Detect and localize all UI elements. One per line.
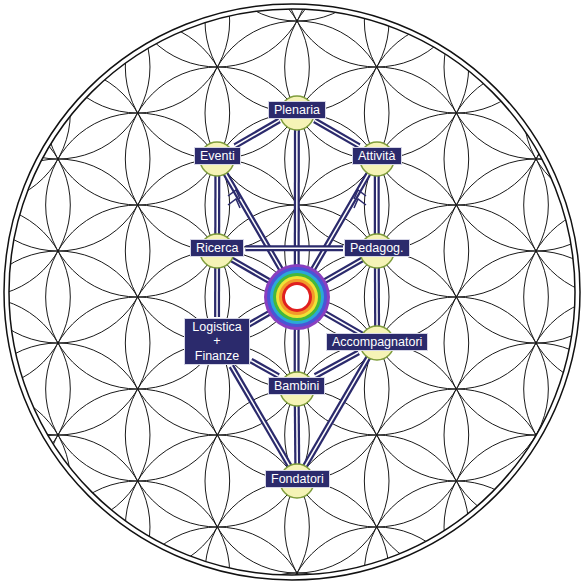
label-box: Fondatori bbox=[265, 470, 330, 488]
node-label: Ricerca bbox=[196, 241, 238, 255]
flower-circle bbox=[46, 0, 230, 113]
rainbow-ring bbox=[273, 273, 321, 321]
flower-circle bbox=[524, 21, 584, 205]
node-label: Pedagog. bbox=[350, 241, 404, 255]
flower-circle bbox=[364, 0, 548, 113]
rainbow-center bbox=[264, 264, 330, 330]
connector bbox=[303, 352, 371, 469]
flower-circle bbox=[0, 159, 150, 343]
rainbow-ring bbox=[282, 282, 312, 312]
connector bbox=[315, 352, 358, 376]
connector bbox=[296, 396, 298, 469]
inner-ring bbox=[9, 9, 575, 575]
label-box: Eventi bbox=[194, 147, 241, 165]
flower-circle bbox=[444, 67, 584, 251]
connector-inner bbox=[245, 247, 343, 249]
flower-circle bbox=[0, 21, 70, 205]
connector-outer bbox=[245, 245, 343, 251]
flower-circle bbox=[524, 113, 584, 297]
rainbow-ring bbox=[279, 279, 315, 315]
connector bbox=[217, 166, 218, 238]
flower-circle bbox=[125, 0, 309, 67]
label-box: Bambini bbox=[268, 377, 325, 395]
arrow-mark bbox=[228, 190, 240, 199]
disk-ground bbox=[9, 9, 575, 575]
connector-outer bbox=[251, 361, 278, 376]
label-box: Ricerca bbox=[190, 239, 244, 257]
flower-circle bbox=[524, 389, 584, 573]
flower-circle bbox=[444, 0, 584, 159]
connector-outer bbox=[315, 352, 358, 376]
connector-outer bbox=[214, 166, 220, 238]
connector-inner bbox=[235, 120, 279, 146]
flower-circle bbox=[205, 389, 389, 573]
node-label: Plenaria bbox=[274, 103, 320, 117]
connector-inner bbox=[376, 166, 378, 238]
flower-circle bbox=[0, 0, 150, 159]
label-box: Logistica + Finanze bbox=[184, 318, 250, 365]
connector bbox=[376, 166, 377, 238]
connector-inner bbox=[216, 166, 218, 238]
rainbow-ring bbox=[276, 276, 318, 318]
connector-outer bbox=[294, 396, 301, 469]
arrow-mark bbox=[354, 190, 366, 199]
label-box: Pedagog. bbox=[344, 239, 410, 257]
connector-inner bbox=[296, 396, 298, 469]
node-label: Accompagnatori bbox=[332, 335, 422, 349]
connector-outer bbox=[235, 120, 279, 146]
flower-circle bbox=[444, 159, 584, 343]
connector-outer bbox=[303, 352, 371, 469]
flower-circle bbox=[125, 67, 309, 251]
rainbow-ring bbox=[267, 267, 327, 327]
flower-circle bbox=[0, 343, 150, 527]
connector-inner bbox=[376, 258, 378, 332]
connector-inner bbox=[315, 352, 358, 376]
label-box: Attività bbox=[352, 147, 402, 165]
connector-inner bbox=[303, 352, 371, 469]
label-box: Accompagnatori bbox=[326, 333, 428, 351]
connector bbox=[235, 120, 279, 146]
flower-circle bbox=[46, 481, 230, 584]
connector bbox=[251, 361, 278, 376]
rainbow-ring bbox=[264, 264, 330, 330]
flower-circle bbox=[364, 481, 548, 584]
flower-circle bbox=[285, 0, 469, 159]
flower-circle bbox=[125, 0, 309, 159]
connector bbox=[315, 120, 359, 146]
connector bbox=[376, 258, 377, 332]
arrow-mark bbox=[228, 199, 240, 208]
rainbow-core bbox=[285, 285, 309, 309]
connector-outer bbox=[374, 166, 380, 238]
node-label: Logistica + Finanze bbox=[190, 320, 244, 363]
flower-circle bbox=[285, 67, 469, 251]
flower-circle bbox=[524, 297, 584, 481]
arrow-mark bbox=[354, 199, 366, 208]
rainbow-ring bbox=[270, 270, 324, 324]
flower-circle bbox=[0, 67, 150, 251]
node-label: Fondatori bbox=[271, 472, 324, 486]
flower-circle bbox=[0, 251, 150, 435]
node-label: Attività bbox=[358, 149, 396, 163]
node-label: Eventi bbox=[200, 149, 235, 163]
connector bbox=[245, 248, 343, 249]
connector-outer bbox=[374, 258, 380, 332]
connector-inner bbox=[315, 120, 359, 146]
flower-circle bbox=[444, 435, 584, 584]
connector-inner bbox=[251, 361, 278, 376]
connector-outer bbox=[315, 120, 359, 146]
outer-ring bbox=[4, 4, 580, 580]
label-box: Plenaria bbox=[268, 101, 326, 119]
flower-circle bbox=[444, 343, 584, 527]
node-label: Bambini bbox=[274, 379, 319, 393]
flower-circle bbox=[444, 251, 584, 435]
flower-circle bbox=[0, 389, 70, 573]
flower-circle bbox=[285, 527, 469, 584]
